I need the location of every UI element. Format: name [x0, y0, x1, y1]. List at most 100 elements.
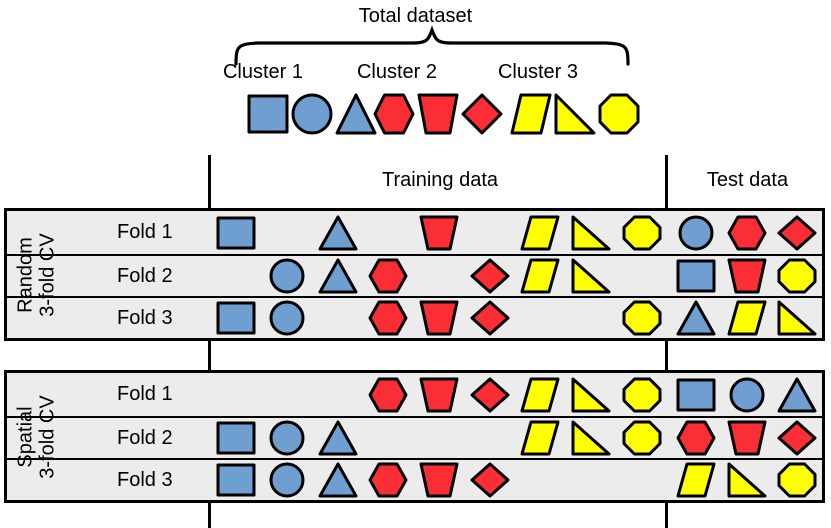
- shape-slot-hexagon: [364, 256, 415, 296]
- parallelogram-icon: [519, 376, 563, 414]
- test-data-header: Test data: [706, 169, 789, 191]
- square-icon: [215, 299, 259, 337]
- shape-slot-empty: [263, 211, 314, 254]
- parallelogram-icon: [509, 92, 553, 138]
- fold-row: Fold 2: [7, 416, 822, 458]
- shape-slot-triangle: [672, 298, 723, 338]
- square-icon: [246, 92, 290, 138]
- shape-slot-diamond: [465, 298, 516, 338]
- cluster-3-shapes: [509, 90, 641, 140]
- fold-label: Fold 1: [117, 383, 173, 405]
- shape-slot-circle: [263, 460, 314, 500]
- circle-icon: [675, 214, 719, 252]
- trapezoid-icon: [418, 299, 462, 337]
- shape-slot-square: [212, 298, 263, 338]
- fold-row: Fold 3: [7, 296, 822, 338]
- shape-slot-hexagon: [364, 373, 415, 416]
- parallelogram-icon: [726, 299, 770, 337]
- fold-label: Fold 2: [117, 426, 173, 449]
- fold-row: Fold 3: [7, 458, 822, 500]
- spatial-fold-rows: Fold 1 Fold 2 Fold 3: [7, 373, 822, 500]
- shape-slot-octagon: [597, 90, 641, 140]
- shape-slot-empty: [516, 460, 567, 500]
- fold-label: Fold 2: [117, 264, 173, 287]
- shape-slot-circle: [263, 256, 314, 296]
- octagon-icon: [776, 257, 820, 295]
- shape-slot-empty: [415, 418, 466, 458]
- shape-slot-right-triangle: [567, 373, 618, 416]
- shape-slot-empty: [567, 298, 618, 338]
- shape-slot-triangle: [313, 460, 364, 500]
- fold-training-cells: [212, 298, 669, 338]
- hexagon-icon: [675, 419, 719, 457]
- diamond-icon: [776, 419, 820, 457]
- shape-slot-diamond: [460, 90, 504, 140]
- square-icon: [215, 419, 259, 457]
- circle-icon: [726, 376, 770, 414]
- random-cv-block: Random 3-fold CV Fold 1 Fold 2 Fold 3: [4, 208, 825, 341]
- shape-slot-empty: [465, 418, 516, 458]
- shape-slot-right-triangle: [567, 211, 618, 254]
- circle-icon: [290, 92, 334, 138]
- diamond-icon: [469, 376, 513, 414]
- fold-training-cells: [212, 256, 669, 296]
- fold-label: Fold 1: [117, 221, 173, 243]
- shape-slot-diamond: [465, 460, 516, 500]
- parallelogram-icon: [519, 257, 563, 295]
- trapezoid-icon: [416, 92, 460, 138]
- shape-slot-empty: [313, 373, 364, 416]
- shape-slot-trapezoid: [415, 460, 466, 500]
- shape-slot-trapezoid: [415, 373, 466, 416]
- triangle-icon: [776, 376, 820, 414]
- trapezoid-icon: [418, 461, 462, 499]
- fold-test-cells: [672, 298, 824, 338]
- circle-icon: [266, 461, 310, 499]
- shape-slot-parallelogram: [516, 418, 567, 458]
- shape-slot-parallelogram: [509, 90, 553, 140]
- shape-slot-triangle: [313, 256, 364, 296]
- shape-slot-empty: [567, 460, 618, 500]
- shape-slot-triangle: [313, 211, 364, 254]
- right-triangle-icon: [570, 257, 614, 295]
- shape-slot-parallelogram: [516, 256, 567, 296]
- fold-test-cells: [672, 256, 824, 296]
- shape-slot-right-triangle: [567, 256, 618, 296]
- shape-slot-empty: [618, 460, 669, 500]
- right-triangle-icon: [570, 419, 614, 457]
- cluster-1-title: Cluster 1: [222, 61, 304, 83]
- triangle-icon: [317, 257, 361, 295]
- shape-slot-circle: [263, 298, 314, 338]
- shape-slot-empty: [212, 256, 263, 296]
- shape-slot-square: [212, 460, 263, 500]
- hexagon-icon: [367, 376, 411, 414]
- parallelogram-icon: [519, 419, 563, 457]
- shape-slot-circle: [290, 90, 334, 140]
- shape-slot-octagon: [618, 418, 669, 458]
- shape-slot-hexagon: [364, 460, 415, 500]
- shape-slot-parallelogram: [516, 373, 567, 416]
- shape-slot-empty: [364, 418, 415, 458]
- octagon-icon: [621, 299, 665, 337]
- fold-test-cells: [672, 211, 824, 254]
- octagon-icon: [597, 92, 641, 138]
- triangle-icon: [675, 299, 719, 337]
- parallelogram-icon: [519, 214, 563, 252]
- circle-icon: [266, 257, 310, 295]
- diamond-icon: [469, 461, 513, 499]
- fold-label: Fold 3: [117, 306, 173, 329]
- octagon-icon: [776, 461, 820, 499]
- shape-slot-circle: [672, 211, 723, 254]
- circle-icon: [266, 299, 310, 337]
- fold-training-cells: [212, 373, 669, 416]
- training-data-header: Training data: [382, 169, 498, 191]
- shape-slot-triangle: [334, 90, 378, 140]
- shape-slot-triangle: [773, 373, 824, 416]
- spatial-cv-block: Spatial 3-fold CV Fold 1 Fold 2 Fold 3: [4, 370, 825, 503]
- shape-slot-right-triangle: [773, 298, 824, 338]
- fold-test-cells: [672, 460, 824, 500]
- shape-slot-square: [672, 256, 723, 296]
- shape-slot-trapezoid: [416, 90, 460, 140]
- left-column-divider: [208, 155, 211, 528]
- circle-icon: [266, 419, 310, 457]
- shape-slot-square: [672, 373, 723, 416]
